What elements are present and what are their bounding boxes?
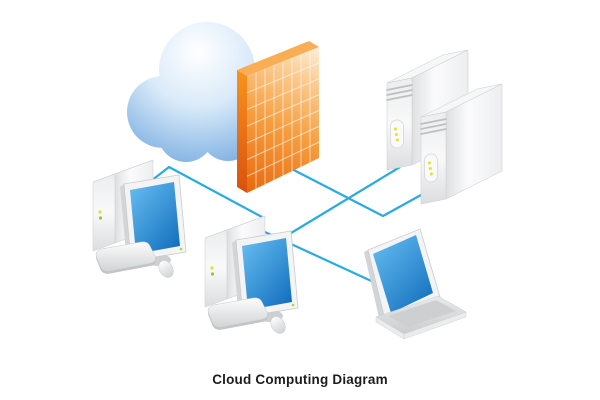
- laptop-keyboard-area: [388, 300, 456, 327]
- laptop-screen: [373, 235, 433, 313]
- laptop-icon: [364, 228, 467, 340]
- desktop-computer-icon: [92, 159, 187, 281]
- firewall-side-face: [237, 70, 247, 193]
- laptop-screen-edge: [364, 250, 385, 322]
- firewall-icon: [237, 41, 320, 193]
- cloud-lobe: [158, 106, 214, 162]
- laptop-base-rim: [403, 311, 467, 340]
- diagram-caption: Cloud Computing Diagram: [212, 372, 388, 387]
- firewall-top-face: [237, 41, 319, 76]
- connection-line-firewall-server2: [285, 165, 431, 218]
- connection-line-desktop1-desktop2: [150, 165, 263, 218]
- desktop-computer-icon: [204, 215, 299, 337]
- firewall-brick-grid: [246, 50, 320, 189]
